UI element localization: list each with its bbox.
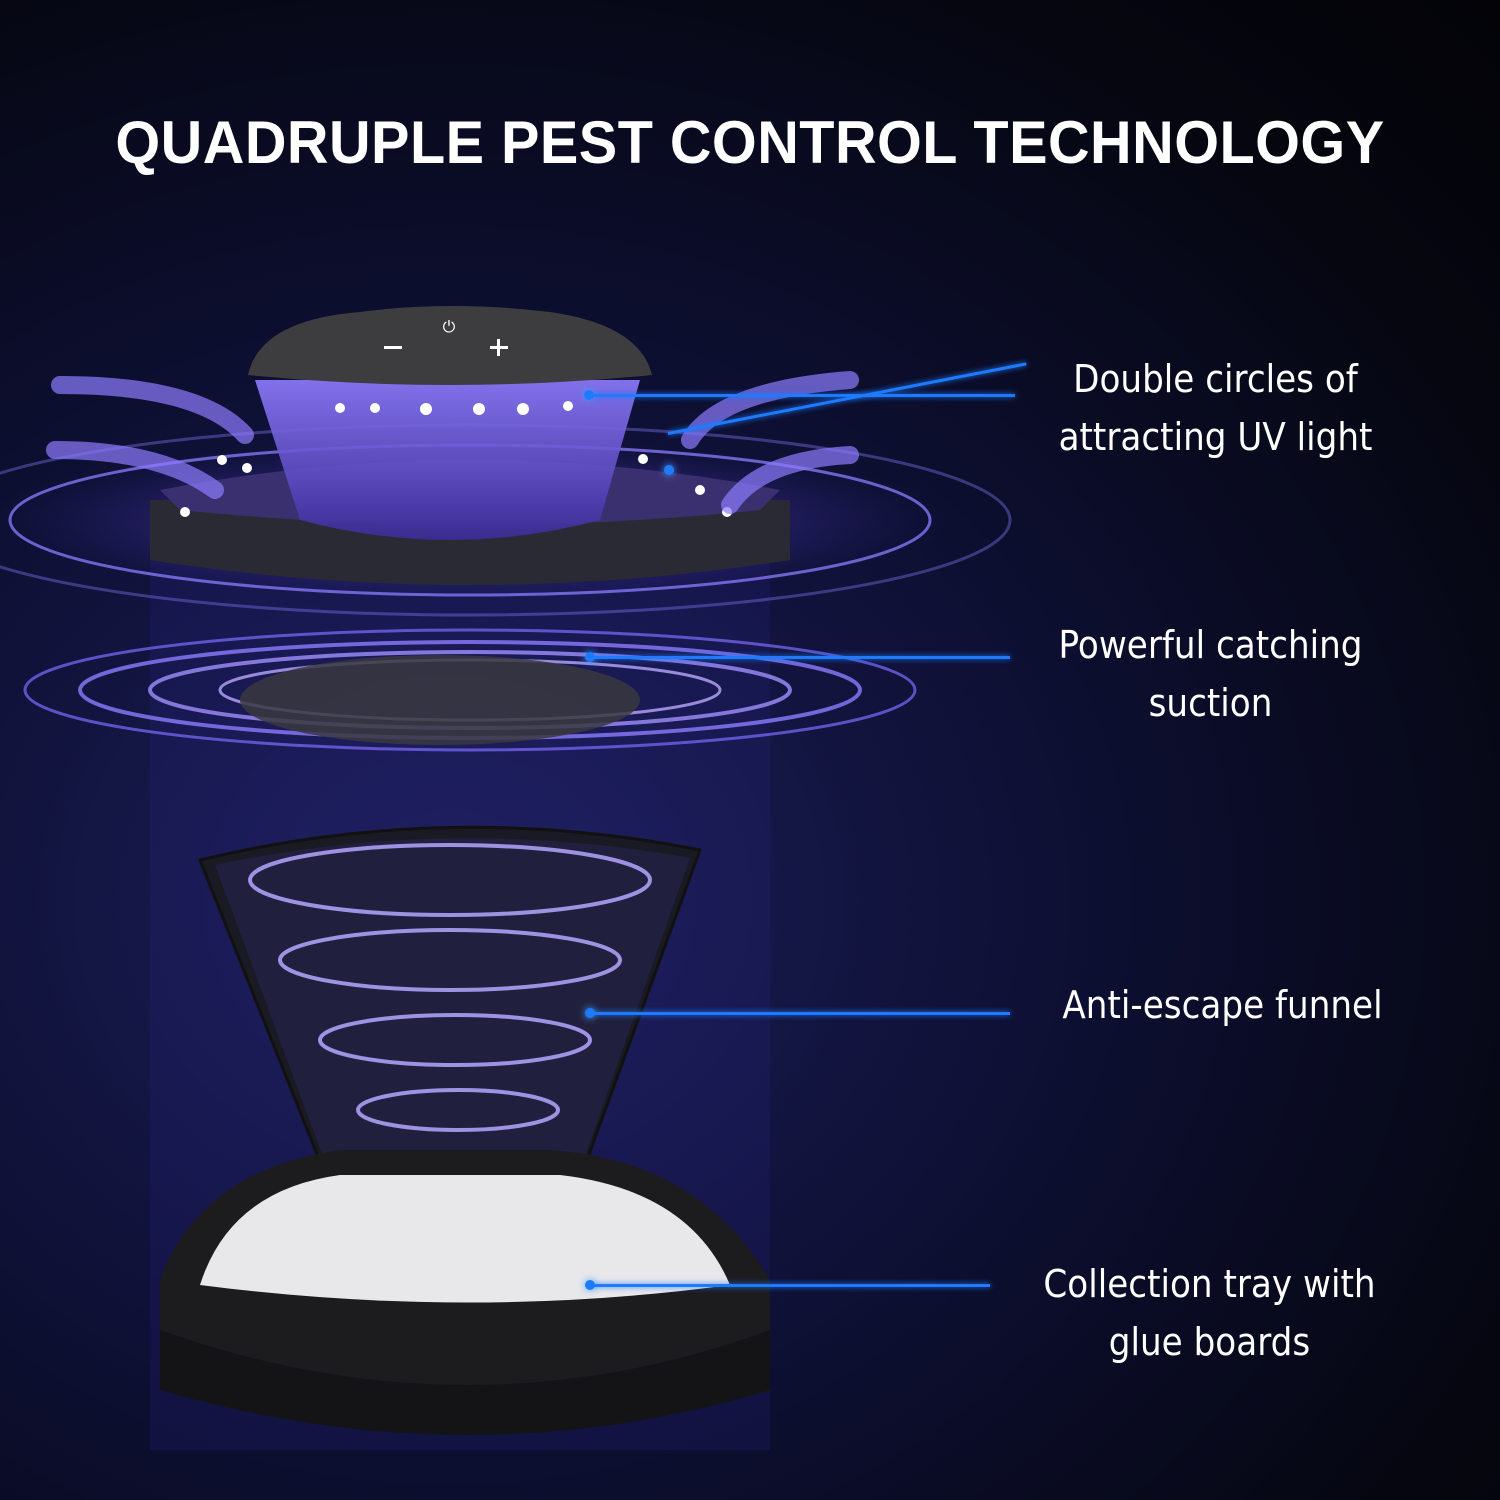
callout-line-funnel (590, 1012, 1010, 1015)
page-title: QUADRUPLE PEST CONTROL TECHNOLOGY (115, 109, 1385, 176)
feature-label-line2: attracting UV light (1058, 415, 1373, 459)
callout-dot-uv-light-2 (664, 465, 674, 475)
collection-tray (160, 1150, 770, 1435)
feature-label-uv-light: Double circles of attracting UV light (1040, 350, 1391, 466)
callout-line-tray (590, 1284, 990, 1287)
feature-label-line2: glue boards (1108, 1320, 1311, 1364)
power-icon: ⏻ (443, 317, 456, 336)
minus-icon (384, 346, 402, 349)
feature-label-suction: Powerful catching suction (1035, 616, 1386, 732)
feature-label-funnel: Anti-escape funnel (1038, 976, 1407, 1034)
device-top-cap (248, 306, 652, 385)
feature-label-tray: Collection tray with glue boards (1025, 1255, 1394, 1371)
suction-fan (23, 628, 917, 752)
callout-line-uv-light (590, 394, 1015, 397)
callout-line-suction (590, 656, 1010, 659)
feature-label-line2: suction (1148, 681, 1273, 725)
feature-label-line1: Powerful catching (1058, 623, 1363, 667)
device-controls: ⏻ (384, 317, 508, 356)
feature-label-line1: Collection tray with (1043, 1262, 1376, 1306)
callout-dot-uv-light (584, 390, 594, 400)
feature-label-line1: Anti-escape funnel (1062, 983, 1383, 1027)
feature-label-line1: Double circles of (1073, 357, 1358, 401)
